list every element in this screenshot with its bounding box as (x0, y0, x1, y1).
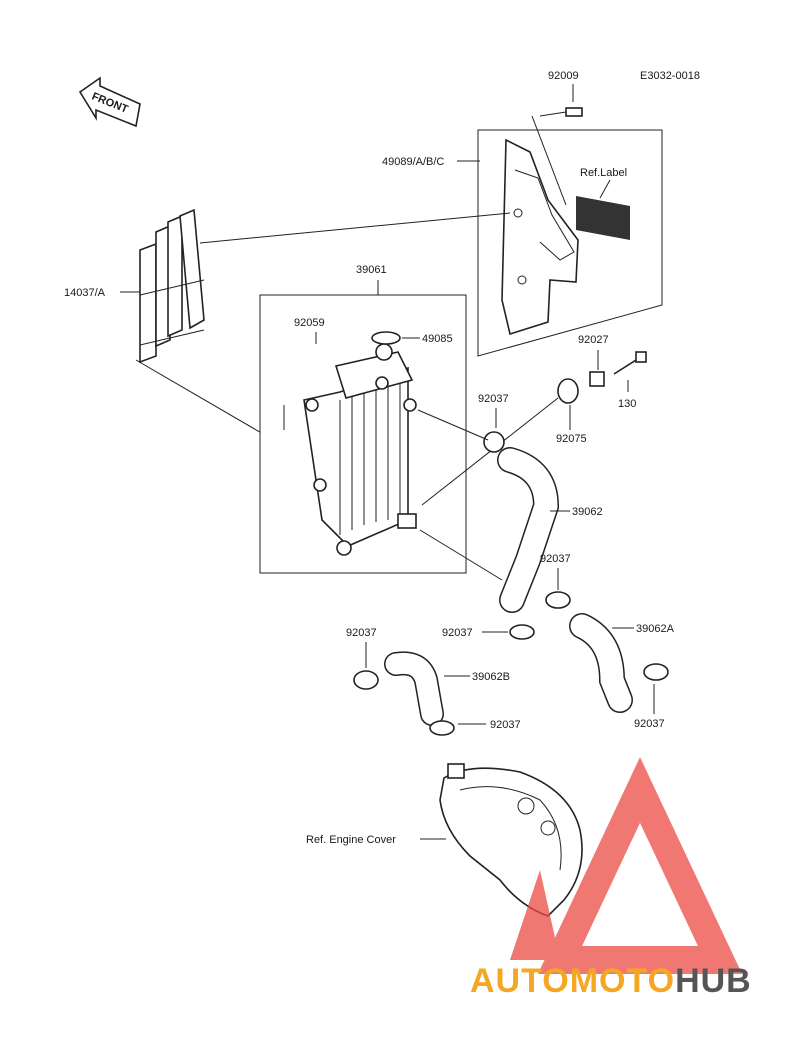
ref-label-text: Ref.Label (580, 167, 627, 179)
front-arrow-icon: FRONT (78, 76, 141, 128)
label-92037-d: 92037 (442, 627, 473, 639)
radiator-guard (139, 208, 205, 364)
label-92009: 92009 (548, 70, 579, 82)
label-92037-c: 92037 (634, 718, 665, 730)
label-92037-e: 92037 (346, 627, 377, 639)
watermark-text: AUTOMOTOHUB (470, 962, 800, 1002)
clamp-b (545, 591, 571, 609)
bolt-92009 (531, 107, 583, 206)
label-92037-f: 92037 (490, 719, 521, 731)
watermark-auto: AUTOMOTO (470, 962, 676, 1000)
label-39062: 39062 (572, 506, 603, 518)
hose-39062A (569, 613, 633, 713)
clamp-e (353, 670, 379, 690)
label-39061: 39061 (356, 264, 387, 276)
collar-92027 (589, 371, 605, 387)
label-130: 130 (618, 398, 636, 410)
drawing-code: E3032-0018 (640, 70, 700, 82)
radiator (303, 343, 417, 556)
watermark-logo (510, 757, 743, 974)
label-92037-a: 92037 (478, 393, 509, 405)
ref-engine-cover: Ref. Engine Cover (306, 834, 396, 846)
hose-39062 (497, 447, 560, 613)
shroud-box (477, 129, 663, 357)
engine-cover (439, 763, 583, 917)
hose-39062B (384, 651, 444, 726)
watermark-hub: HUB (675, 962, 752, 1000)
cap-gasket (371, 331, 401, 345)
label-14037: 14037/A (64, 287, 106, 299)
grommet-92075 (557, 378, 579, 404)
clamp-a (483, 431, 505, 453)
label-92027: 92027 (578, 334, 609, 346)
label-92059: 92059 (294, 317, 325, 329)
label-39062A: 39062A (636, 623, 675, 635)
clamp-c (643, 663, 669, 681)
label-92037-b: 92037 (540, 553, 571, 565)
clamp-f (429, 720, 455, 736)
label-92075: 92075 (556, 433, 587, 445)
label-39062B: 39062B (472, 671, 510, 683)
label-49085: 49085 (422, 333, 453, 345)
clamp-d (509, 624, 535, 640)
bolt-130 (613, 351, 647, 375)
label-49089: 49089/A/B/C (382, 156, 444, 168)
